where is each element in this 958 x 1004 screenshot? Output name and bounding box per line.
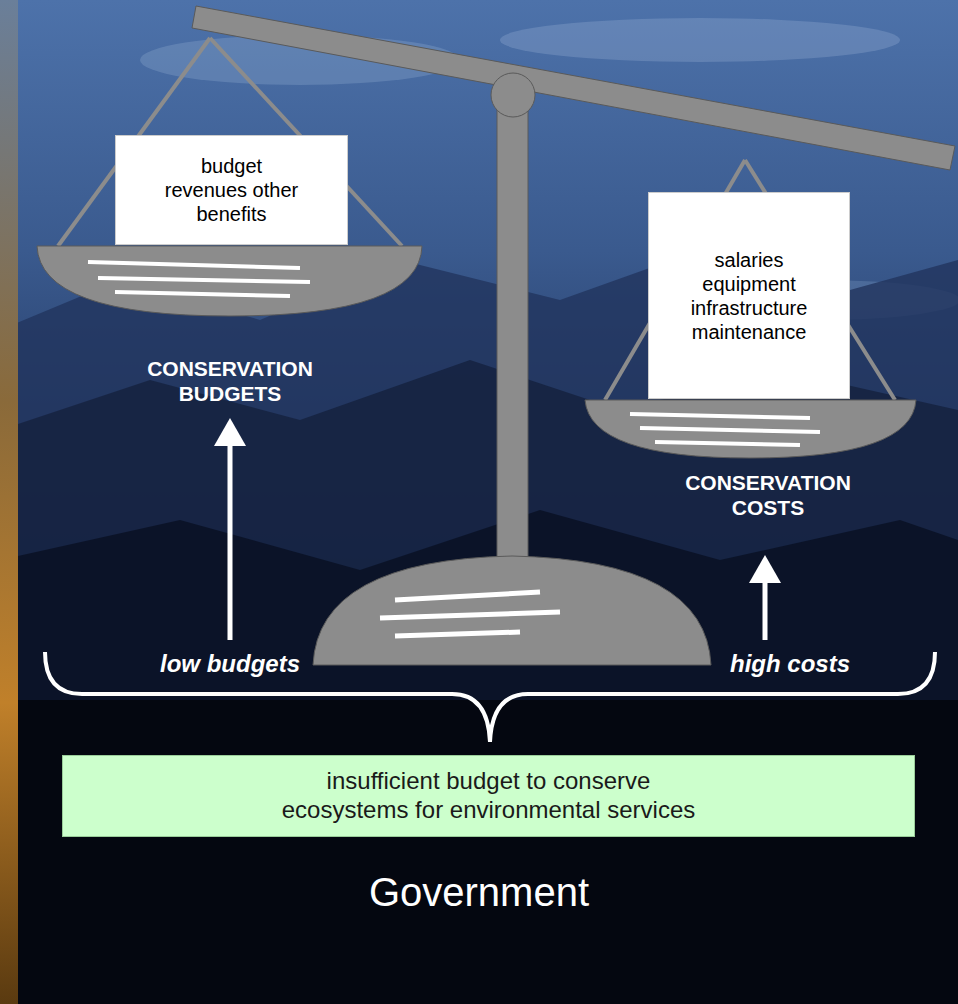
box-text: budget revenues other benefits [162,154,302,226]
pan-label: CONSERVATION BUDGETS [130,356,330,406]
pan-label: CONSERVATION COSTS [668,470,868,520]
item-card: salaries equipment infrastructure mainte… [648,192,850,399]
box-text: salaries equipment infrastructure mainte… [682,248,817,344]
conclusion-box: insufficient budget to conserve ecosyste… [62,755,915,837]
box-text: insufficient budget to conserve ecosyste… [264,767,714,825]
cause-label: low budgets [120,650,340,679]
cause-label: high costs [680,650,900,679]
item-card: budget revenues other benefits [115,135,348,245]
actor-label: Government [229,868,729,916]
